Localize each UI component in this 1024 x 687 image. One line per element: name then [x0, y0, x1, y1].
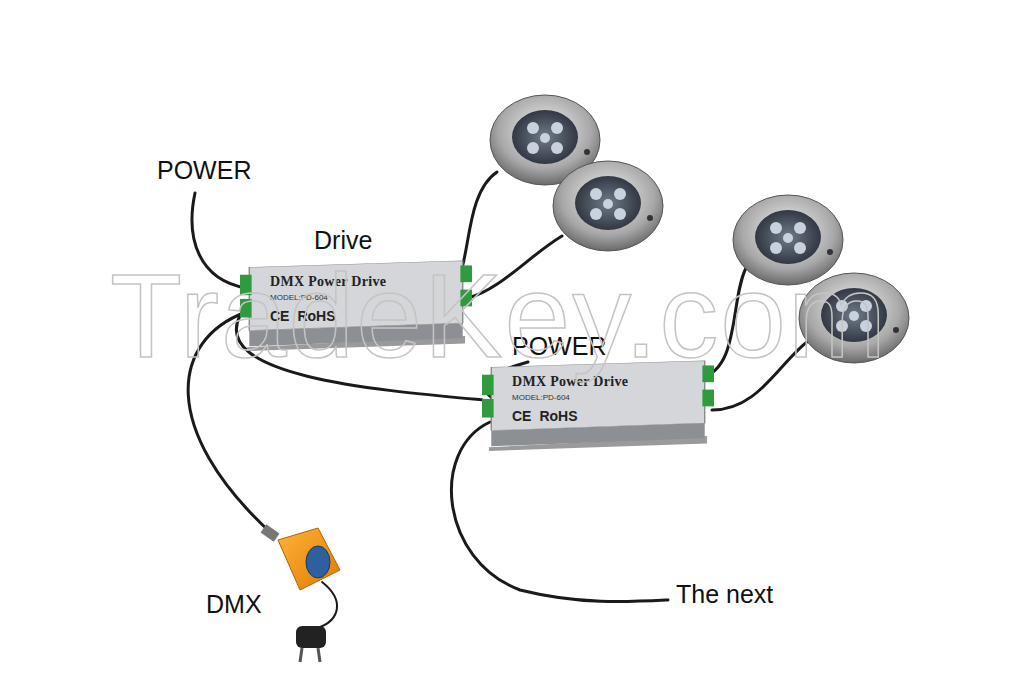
model-number: MODEL:PD-604: [270, 293, 430, 302]
device-title: DMX Power Drive: [270, 274, 430, 290]
cert-mark: RoHS: [297, 308, 335, 324]
power-wire: [192, 193, 246, 288]
terminal-block: [240, 299, 252, 318]
wire-label: POWER: [512, 332, 606, 361]
drive-box: DMX Power DriveMODEL:PD-604CE RoHS: [482, 358, 714, 451]
terminal-block: [460, 290, 472, 307]
drive-housing: [240, 258, 472, 351]
terminal-block: [702, 365, 714, 382]
terminal-block: [240, 275, 252, 295]
terminal-block: [482, 399, 494, 418]
wire-label: POWER: [157, 156, 251, 185]
light-wire: [700, 268, 746, 378]
light-wire: [712, 338, 812, 410]
light-wire: [468, 236, 562, 298]
wire-label: Drive: [314, 226, 372, 255]
drive-housing: [482, 358, 714, 451]
cert-mark: RoHS: [539, 408, 577, 424]
drive-box: DMX Power DriveMODEL:PD-604CE RoHS: [240, 258, 472, 351]
cert-row: CE RoHS: [270, 307, 430, 325]
cert-row: CE RoHS: [512, 407, 672, 425]
wire-label: The next: [676, 580, 773, 609]
housing-top: [249, 261, 462, 331]
housing-top: [491, 361, 704, 431]
led-light: [553, 161, 663, 251]
cert-mark: CE: [270, 308, 289, 324]
terminal-block: [702, 390, 714, 407]
cert-mark: CE: [512, 408, 531, 424]
next-wire: [451, 422, 668, 602]
led-light: [733, 195, 843, 285]
watermark: TradeKey.com: [110, 248, 888, 384]
wire-label: DMX: [206, 590, 262, 619]
terminal-block: [482, 375, 494, 395]
terminal-block: [460, 265, 472, 282]
light-wire: [462, 172, 497, 268]
device-title: DMX Power Drive: [512, 374, 672, 390]
model-number: MODEL:PD-604: [512, 393, 672, 402]
adapter-cord: [318, 582, 337, 628]
led-light: [799, 273, 909, 363]
dmx-controller: [261, 524, 340, 662]
